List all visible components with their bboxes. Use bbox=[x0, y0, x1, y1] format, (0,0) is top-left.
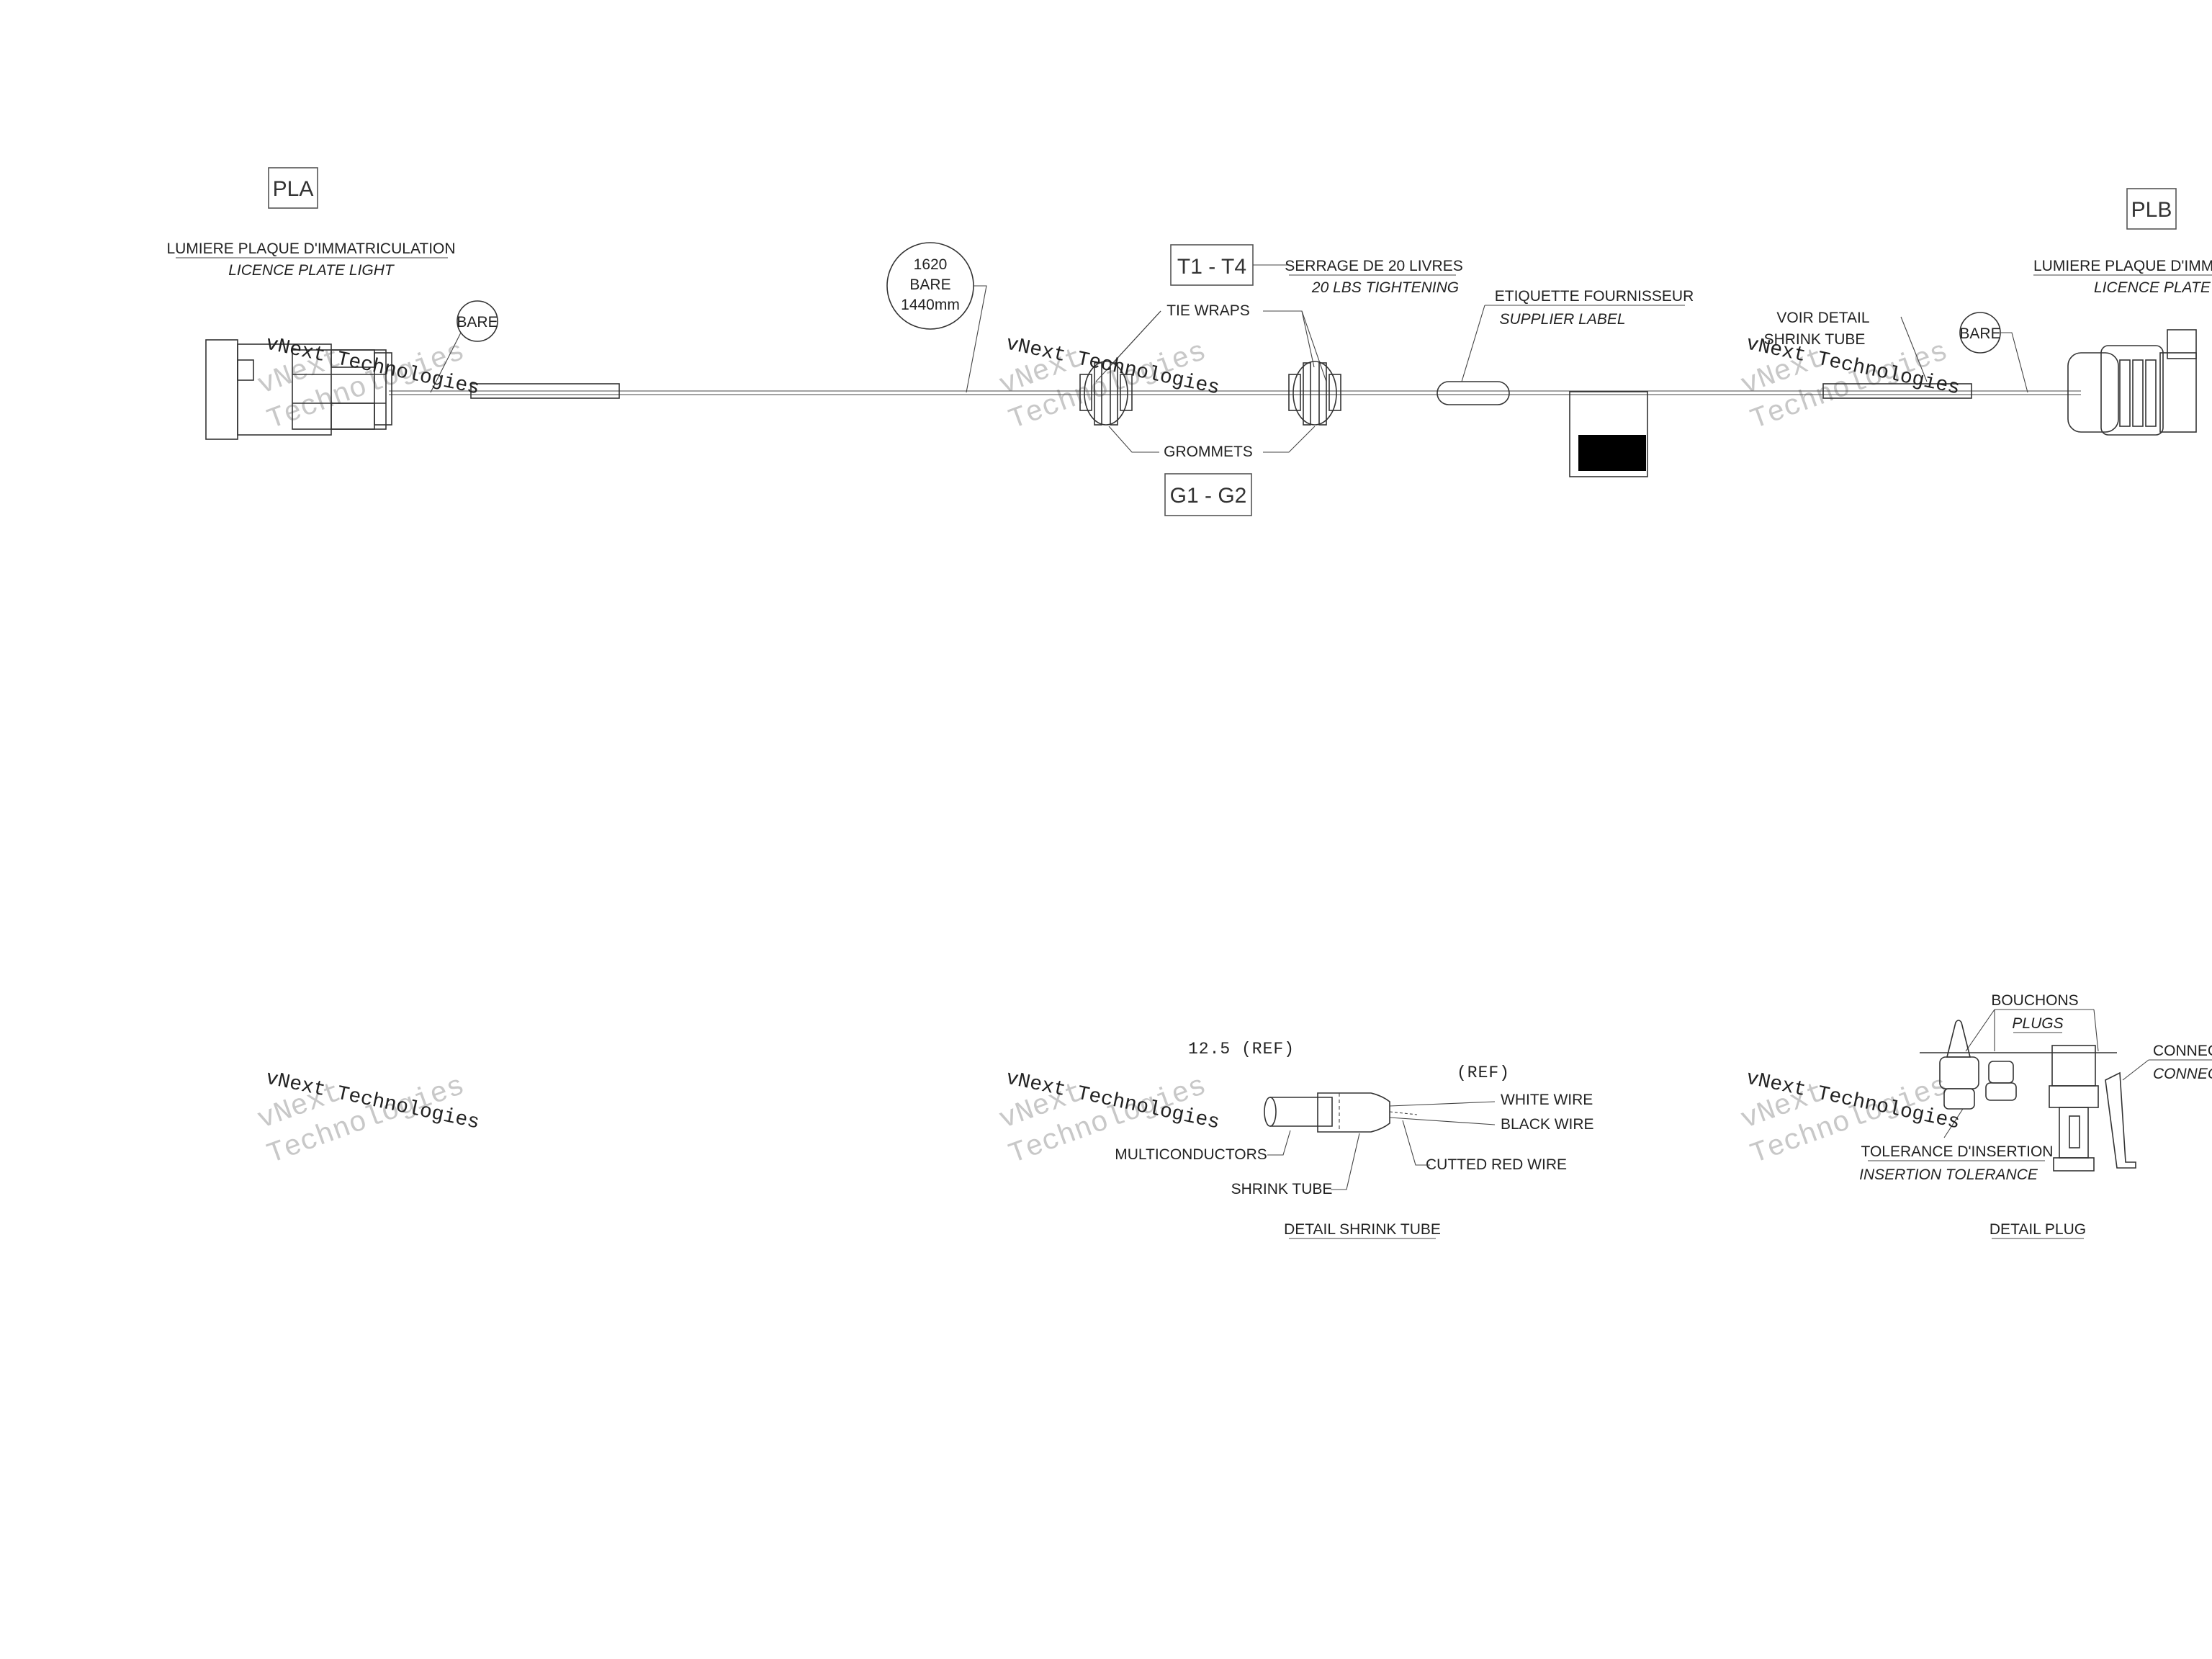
plb-shrink-tube bbox=[1822, 383, 1972, 399]
grommets-ref: G1 - G2 bbox=[1170, 484, 1247, 508]
cutted-red-wire-leader bbox=[1402, 1120, 1430, 1166]
plug-pin-1 bbox=[1946, 1020, 1972, 1058]
black-wire-line bbox=[1389, 1117, 1496, 1125]
pla-shrink-tube bbox=[470, 383, 620, 399]
tie-wraps-leader-4 bbox=[1301, 310, 1327, 382]
plb-bare-leader bbox=[2000, 332, 2028, 393]
pla-ref: PLA bbox=[273, 177, 314, 201]
plb-bare-label: BARE bbox=[1959, 325, 2000, 342]
plugs-fr-label: BOUCHONS bbox=[1991, 992, 2078, 1009]
plb-detail-leader bbox=[1900, 316, 1928, 382]
plug-latch bbox=[2105, 1071, 2136, 1169]
supplier-label-en: SUPPLIER LABEL bbox=[1499, 311, 1625, 328]
label-tag-fill bbox=[1578, 435, 1646, 471]
pla-bare-leader bbox=[430, 332, 462, 393]
pla-connector-body bbox=[205, 339, 392, 440]
grommet-1 bbox=[1079, 361, 1133, 426]
shrink-dim: 12.5 (REF) bbox=[1188, 1040, 1295, 1058]
white-wire-label: WHITE WIRE bbox=[1501, 1092, 1593, 1108]
tolerance-leader bbox=[1943, 1108, 1964, 1138]
plug-connector-top bbox=[2051, 1045, 2096, 1087]
plb-detail-ref-2: SHRINK TUBE bbox=[1764, 331, 1866, 348]
pla-title-fr: LUMIERE PLAQUE D'IMMATRICULATION bbox=[166, 240, 455, 257]
shrink-ref: (REF) bbox=[1457, 1064, 1510, 1082]
connector-fr-label: CONNEC bbox=[2153, 1043, 2212, 1059]
detail-plug-title: DETAIL PLUG bbox=[1990, 1221, 2086, 1238]
supplier-label-fr: ETIQUETTE FOURNISSEUR bbox=[1495, 288, 1694, 305]
connector-en-label: CONNEC bbox=[2153, 1066, 2212, 1082]
tie-wraps-label: TIE WRAPS bbox=[1166, 302, 1250, 319]
detail-plug: BOUCHONS PLUGS CONNEC CONNEC TOLERANCE D… bbox=[1859, 992, 2212, 1239]
multiconductors-label: MULTICONDUCTORS bbox=[1115, 1146, 1267, 1163]
tie-wraps-ref: T1 - T4 bbox=[1177, 255, 1246, 279]
plb-connector-body bbox=[2067, 329, 2197, 436]
grommets-leader-2 bbox=[1263, 426, 1316, 453]
plb-title-fr: LUMIERE PLAQUE D'IMMA bbox=[2033, 258, 2212, 274]
multiconductors-leader bbox=[1267, 1130, 1291, 1156]
length-callout-3: 1440mm bbox=[901, 297, 960, 313]
plugs-leader-1 bbox=[1965, 1009, 1995, 1052]
length-callout-leader bbox=[966, 285, 987, 393]
tolerance-fr-label: TOLERANCE D'INSERTION bbox=[1861, 1143, 2054, 1160]
tie-wraps-note-en: 20 LBS TIGHTENING bbox=[1311, 279, 1459, 296]
pla-bare-circle bbox=[457, 300, 498, 342]
pla-bare-label: BARE bbox=[457, 314, 498, 331]
tie-wraps-note-fr: SERRAGE DE 20 LIVRES bbox=[1285, 258, 1462, 274]
plb-detail-ref-1: VOIR DETAIL bbox=[1776, 310, 1869, 326]
length-callout-2: BARE bbox=[909, 276, 950, 293]
plb-ref-box bbox=[2126, 188, 2177, 230]
label-tag-outline bbox=[1569, 391, 1648, 477]
cutted-red-wire-label: CUTTED RED WIRE bbox=[1426, 1156, 1567, 1173]
connector-leader bbox=[2122, 1059, 2149, 1081]
tolerance-en-label: INSERTION TOLERANCE bbox=[1859, 1166, 2038, 1183]
plug-pin-2 bbox=[1988, 1061, 2014, 1084]
grommets-label: GROMMETS bbox=[1164, 444, 1253, 460]
plb-ref: PLB bbox=[2131, 198, 2172, 222]
supplier-label-sleeve bbox=[1437, 381, 1510, 405]
grommet-2 bbox=[1288, 361, 1341, 426]
shrink-tube-label: SHRINK TUBE bbox=[1231, 1181, 1333, 1197]
shrink-tube-sleeve bbox=[1317, 1092, 1390, 1133]
tie-wraps-leader-3 bbox=[1263, 310, 1315, 368]
tie-wraps-leader-2 bbox=[1095, 310, 1161, 382]
shrink-tube-leader bbox=[1331, 1133, 1360, 1190]
plugs-leader-3 bbox=[2093, 1009, 2099, 1052]
white-wire-line bbox=[1389, 1101, 1496, 1107]
detail-shrink-tube-title: DETAIL SHRINK TUBE bbox=[1284, 1221, 1441, 1238]
grommets-ref-box bbox=[1164, 473, 1252, 516]
black-wire-label: BLACK WIRE bbox=[1501, 1116, 1594, 1133]
length-callout-1: 1620 bbox=[914, 256, 948, 273]
supplier-label-leader bbox=[1461, 305, 1485, 382]
plb-title-en: LICENCE PLATE L bbox=[2094, 279, 2212, 296]
pla-ref-box bbox=[268, 167, 318, 209]
multiconductor-cable bbox=[1270, 1097, 1333, 1127]
grommets-leader-1 bbox=[1108, 426, 1159, 453]
detail-shrink-tube: 12.5 (REF) (REF) WHITE WIRE BLACK WIRE M… bbox=[1115, 1040, 1594, 1239]
pla-title-en: LICENCE PLATE LIGHT bbox=[228, 262, 395, 279]
plugs-en-label: PLUGS bbox=[2012, 1015, 2063, 1032]
